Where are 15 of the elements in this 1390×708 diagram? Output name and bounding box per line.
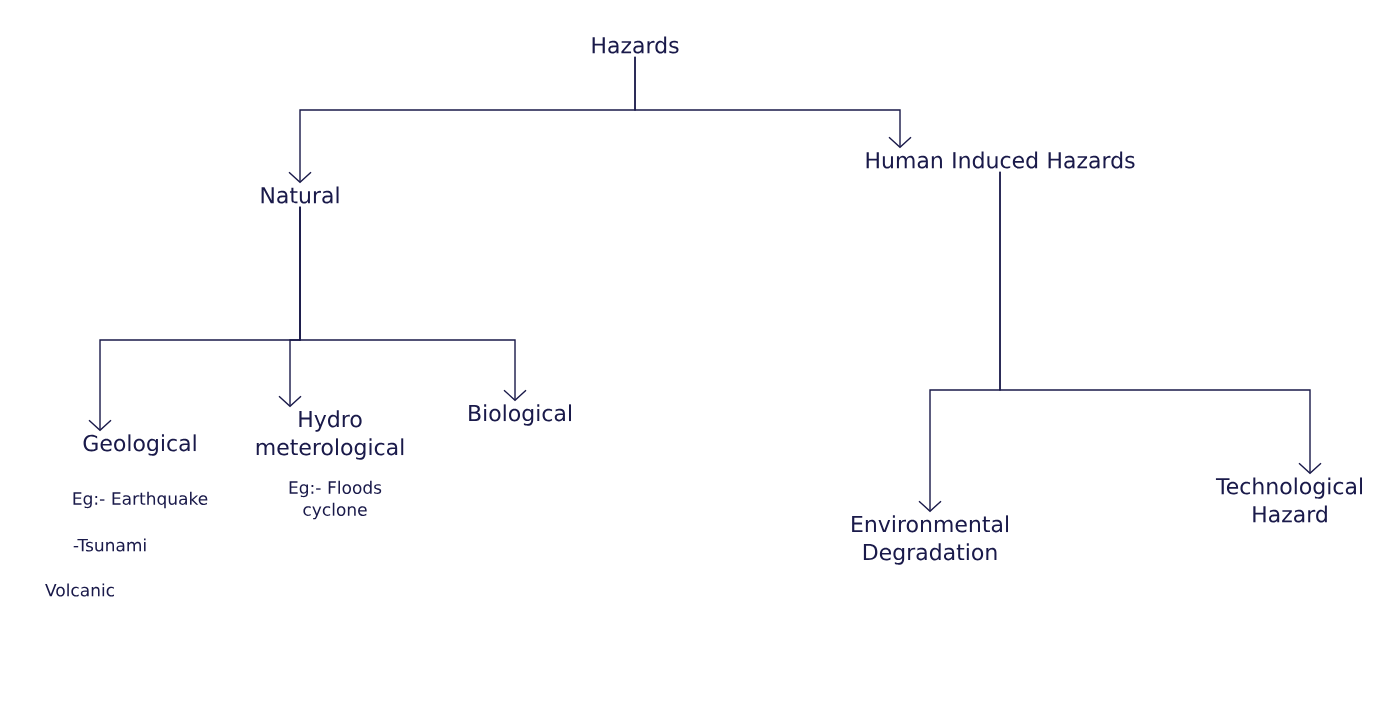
category-label: Natural <box>261 186 339 204</box>
example-text: Eg:- Floods cyclone <box>289 480 382 520</box>
category-label: Hazards <box>592 36 679 54</box>
category-label: Environmental Degradation <box>852 515 1008 565</box>
example-text: Eg:- Earthquake <box>73 491 208 509</box>
category-label: Biological <box>469 404 571 426</box>
category-label: Human Induced Hazards <box>866 151 1135 169</box>
arrow <box>634 56 912 149</box>
category-label: Geological <box>83 434 196 456</box>
example-text: Volcanic <box>45 583 114 597</box>
example-text: -Tsunami <box>73 538 146 552</box>
category-label: Hydro meterological <box>256 410 404 460</box>
category-label: Technological Hazard <box>1215 477 1362 523</box>
arrow <box>299 206 527 402</box>
arrow <box>999 171 1322 475</box>
